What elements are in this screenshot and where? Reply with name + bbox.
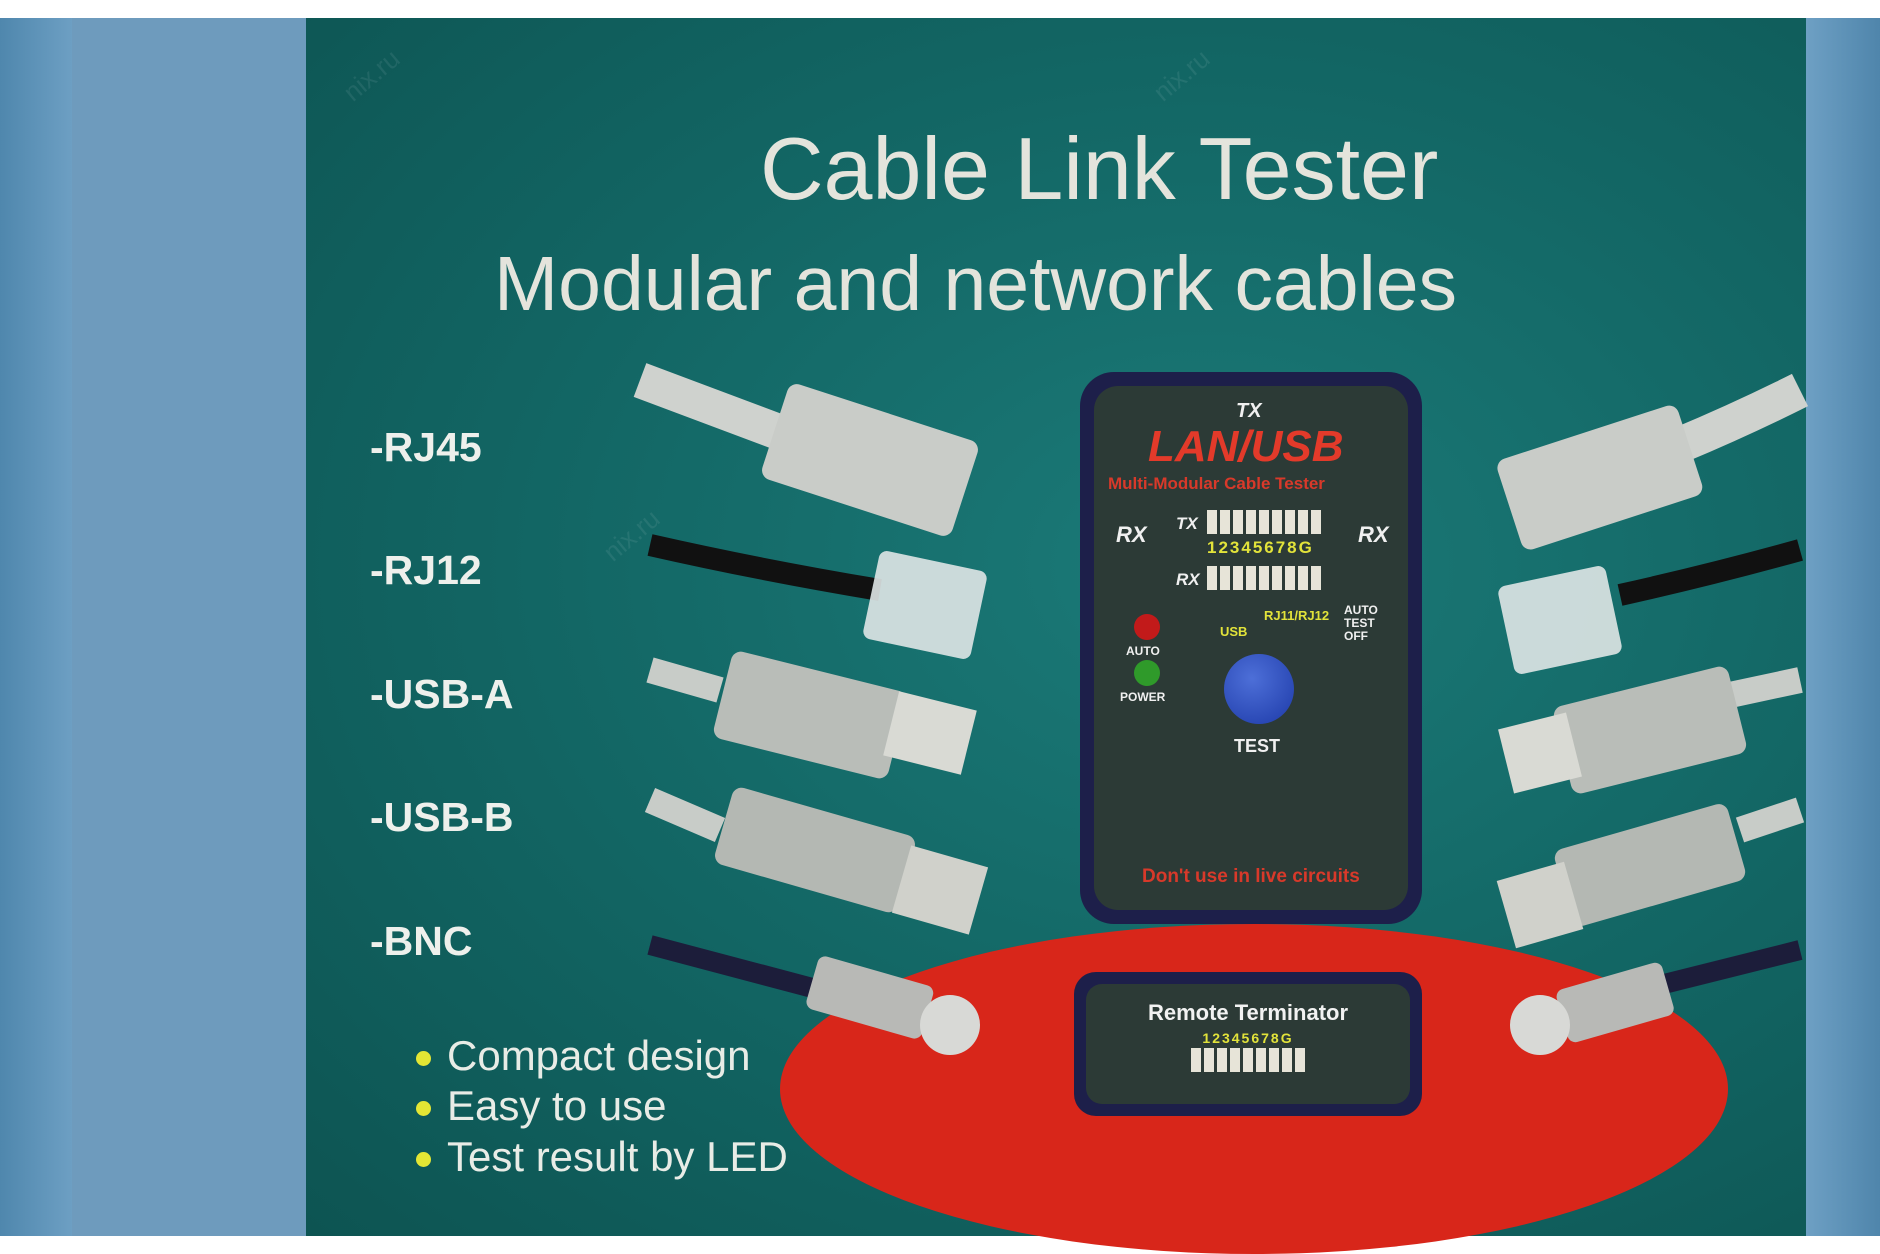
rj45-cable-left	[633, 363, 978, 536]
test-button-label: TEST	[1234, 736, 1281, 756]
auto-led-icon	[1134, 614, 1160, 640]
usba-cable-left	[646, 651, 977, 779]
cable-type-usb-a: -USB-A	[370, 671, 514, 717]
rj12-cable-left	[647, 534, 987, 659]
box-side-panel	[72, 18, 306, 1236]
cable-tester-device: TX LAN/USB Multi-Modular Cable Tester RX…	[1080, 372, 1422, 924]
bnc-cable-right	[1510, 940, 1803, 1055]
remote-terminator: Remote Terminator 12345678G	[1074, 972, 1422, 1116]
mode-switch[interactable]: AUTO TEST OFF	[1344, 604, 1378, 643]
feature-item: Test result by LED	[416, 1133, 788, 1181]
feature-text: Compact design	[447, 1032, 751, 1079]
cable-type-usb-b: -USB-B	[370, 794, 514, 840]
cable-type-rj45: -RJ45	[370, 424, 482, 470]
usbb-cable-right	[1496, 797, 1805, 949]
warning-text: Don't use in live circuits	[1142, 866, 1360, 887]
tx-label: TX	[1236, 400, 1262, 422]
test-button[interactable]	[1224, 654, 1294, 724]
feature-text: Test result by LED	[447, 1133, 788, 1180]
tx-row-label: TX	[1176, 514, 1198, 533]
bullet-icon	[416, 1152, 431, 1168]
box-right-flap	[1806, 18, 1880, 1236]
rj45-cable-right	[1497, 373, 1809, 550]
product-subtitle: Modular and network cables	[494, 241, 1458, 327]
brand-label: LAN/USB	[1148, 422, 1344, 471]
rj12-cable-right	[1498, 539, 1803, 674]
tx-led-row	[1207, 510, 1321, 534]
rx-row-label: RX	[1176, 570, 1200, 589]
bullet-icon	[416, 1051, 431, 1067]
mode-test: TEST	[1344, 616, 1375, 630]
tx-pin-numbers: 12345678G	[1207, 538, 1314, 557]
model-label: Multi-Modular Cable Tester	[1108, 474, 1325, 493]
bnc-cable-left	[647, 935, 980, 1055]
auto-led-label: AUTO	[1126, 644, 1160, 658]
usbb-cable-left	[644, 787, 989, 935]
mode-auto: AUTO	[1344, 603, 1378, 617]
feature-text: Easy to use	[447, 1082, 667, 1129]
mode-off: OFF	[1344, 629, 1368, 643]
product-title: Cable Link Tester	[760, 119, 1439, 218]
terminator-pin-numbers: 12345678G	[1202, 1030, 1294, 1046]
usba-cable-right	[1498, 666, 1803, 794]
feature-item: Compact design	[416, 1032, 751, 1080]
usb-label: USB	[1220, 624, 1248, 639]
rx-left-label: RX	[1116, 522, 1147, 547]
feature-item: Easy to use	[416, 1082, 666, 1130]
terminator-led-row	[1086, 1048, 1410, 1072]
power-led-label: POWER	[1120, 690, 1166, 704]
cable-type-bnc: -BNC	[370, 918, 473, 964]
terminator-label: Remote Terminator	[1147, 1000, 1349, 1025]
cable-type-rj12: -RJ12	[370, 547, 482, 593]
box-left-flap	[0, 18, 72, 1236]
rx-led-row	[1207, 566, 1321, 590]
rx-right-label: RX	[1358, 522, 1389, 547]
rj-label: RJ11/RJ12	[1264, 608, 1330, 623]
power-led-icon	[1134, 660, 1160, 686]
bullet-icon	[416, 1101, 431, 1117]
